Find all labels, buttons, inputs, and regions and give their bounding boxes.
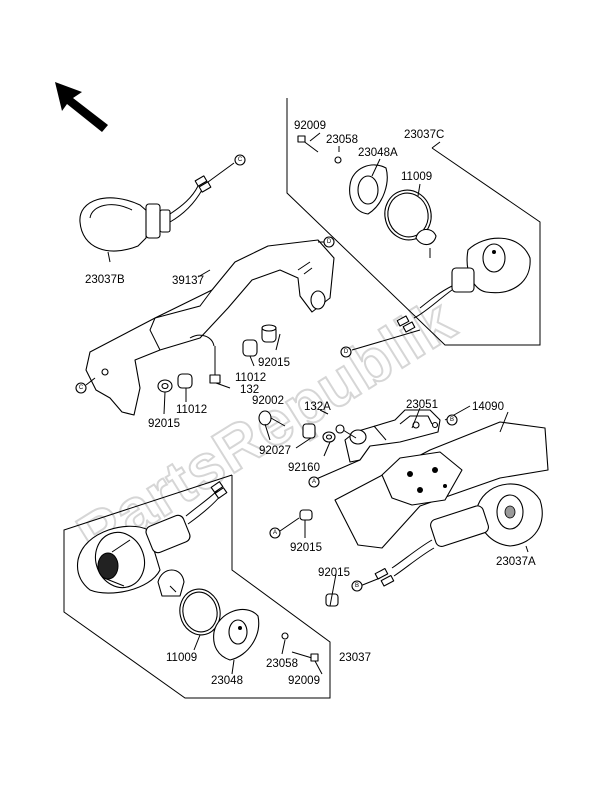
label-92002: 92002 bbox=[252, 395, 284, 407]
label-23037: 23037 bbox=[339, 652, 371, 664]
label-23048: 23048 bbox=[211, 675, 243, 687]
label-23037b: 23037B bbox=[85, 274, 125, 286]
callout-a-lower: A bbox=[269, 527, 281, 539]
frame-upper-right bbox=[286, 98, 541, 346]
turn-signal-23037c-parts bbox=[297, 135, 531, 333]
leader-lines bbox=[85, 132, 529, 675]
frame-lower-left bbox=[63, 474, 331, 699]
label-92015-d: 92015 bbox=[318, 567, 350, 579]
svg-text:D: D bbox=[344, 349, 349, 355]
orientation-arrow-icon bbox=[55, 82, 108, 132]
label-11012-b: 11012 bbox=[176, 404, 207, 416]
label-11009-bot: 11009 bbox=[166, 652, 197, 664]
label-23058-bot: 23058 bbox=[266, 658, 298, 670]
label-92009-top: 92009 bbox=[294, 120, 326, 132]
label-92015-b: 92015 bbox=[148, 418, 180, 430]
label-23048a: 23048A bbox=[358, 147, 398, 159]
label-92009-bot: 92009 bbox=[288, 675, 320, 687]
part-labels: 23037C 92009 23058 23048A 11009 23037B 3… bbox=[85, 120, 536, 687]
svg-text:A: A bbox=[312, 479, 316, 485]
callout-d-upper: D bbox=[323, 236, 335, 248]
label-11009-top: 11009 bbox=[401, 171, 432, 183]
bracket-23051 bbox=[344, 409, 441, 463]
svg-text:A: A bbox=[273, 530, 277, 536]
label-11012-a: 11012 bbox=[235, 372, 266, 384]
bracket-39137 bbox=[85, 239, 335, 416]
label-14090: 14090 bbox=[472, 401, 504, 413]
label-92160: 92160 bbox=[288, 462, 320, 474]
callout-c-lower: C bbox=[75, 382, 87, 394]
fasteners-middle bbox=[157, 324, 277, 393]
turn-signal-23037a bbox=[374, 483, 543, 587]
label-23058-top: 23058 bbox=[326, 134, 358, 146]
label-132: 132 bbox=[240, 384, 259, 396]
label-92027: 92027 bbox=[259, 445, 291, 457]
label-92015-a: 92015 bbox=[258, 357, 290, 369]
turn-signal-23037-parts bbox=[76, 481, 319, 662]
rear-fender-14090 bbox=[334, 421, 549, 549]
label-132a: 132A bbox=[304, 401, 331, 413]
svg-text:B: B bbox=[450, 417, 454, 423]
svg-text:C: C bbox=[238, 157, 243, 163]
callout-b-upper: B bbox=[446, 414, 458, 426]
svg-text:B: B bbox=[355, 583, 359, 589]
callout-d-lower: D bbox=[340, 346, 352, 358]
label-39137: 39137 bbox=[172, 275, 204, 287]
label-23051: 23051 bbox=[406, 399, 438, 411]
label-23037c: 23037C bbox=[404, 129, 444, 141]
fasteners-center bbox=[258, 410, 357, 607]
callout-c-upper: C bbox=[234, 154, 246, 166]
callout-a-center: A bbox=[308, 476, 320, 488]
svg-text:C: C bbox=[79, 385, 84, 391]
svg-text:D: D bbox=[327, 239, 332, 245]
turn-signal-23037b bbox=[79, 175, 212, 252]
label-23037a: 23037A bbox=[496, 556, 536, 568]
callout-b-lower: B bbox=[351, 580, 363, 592]
label-92015-c: 92015 bbox=[290, 542, 322, 554]
